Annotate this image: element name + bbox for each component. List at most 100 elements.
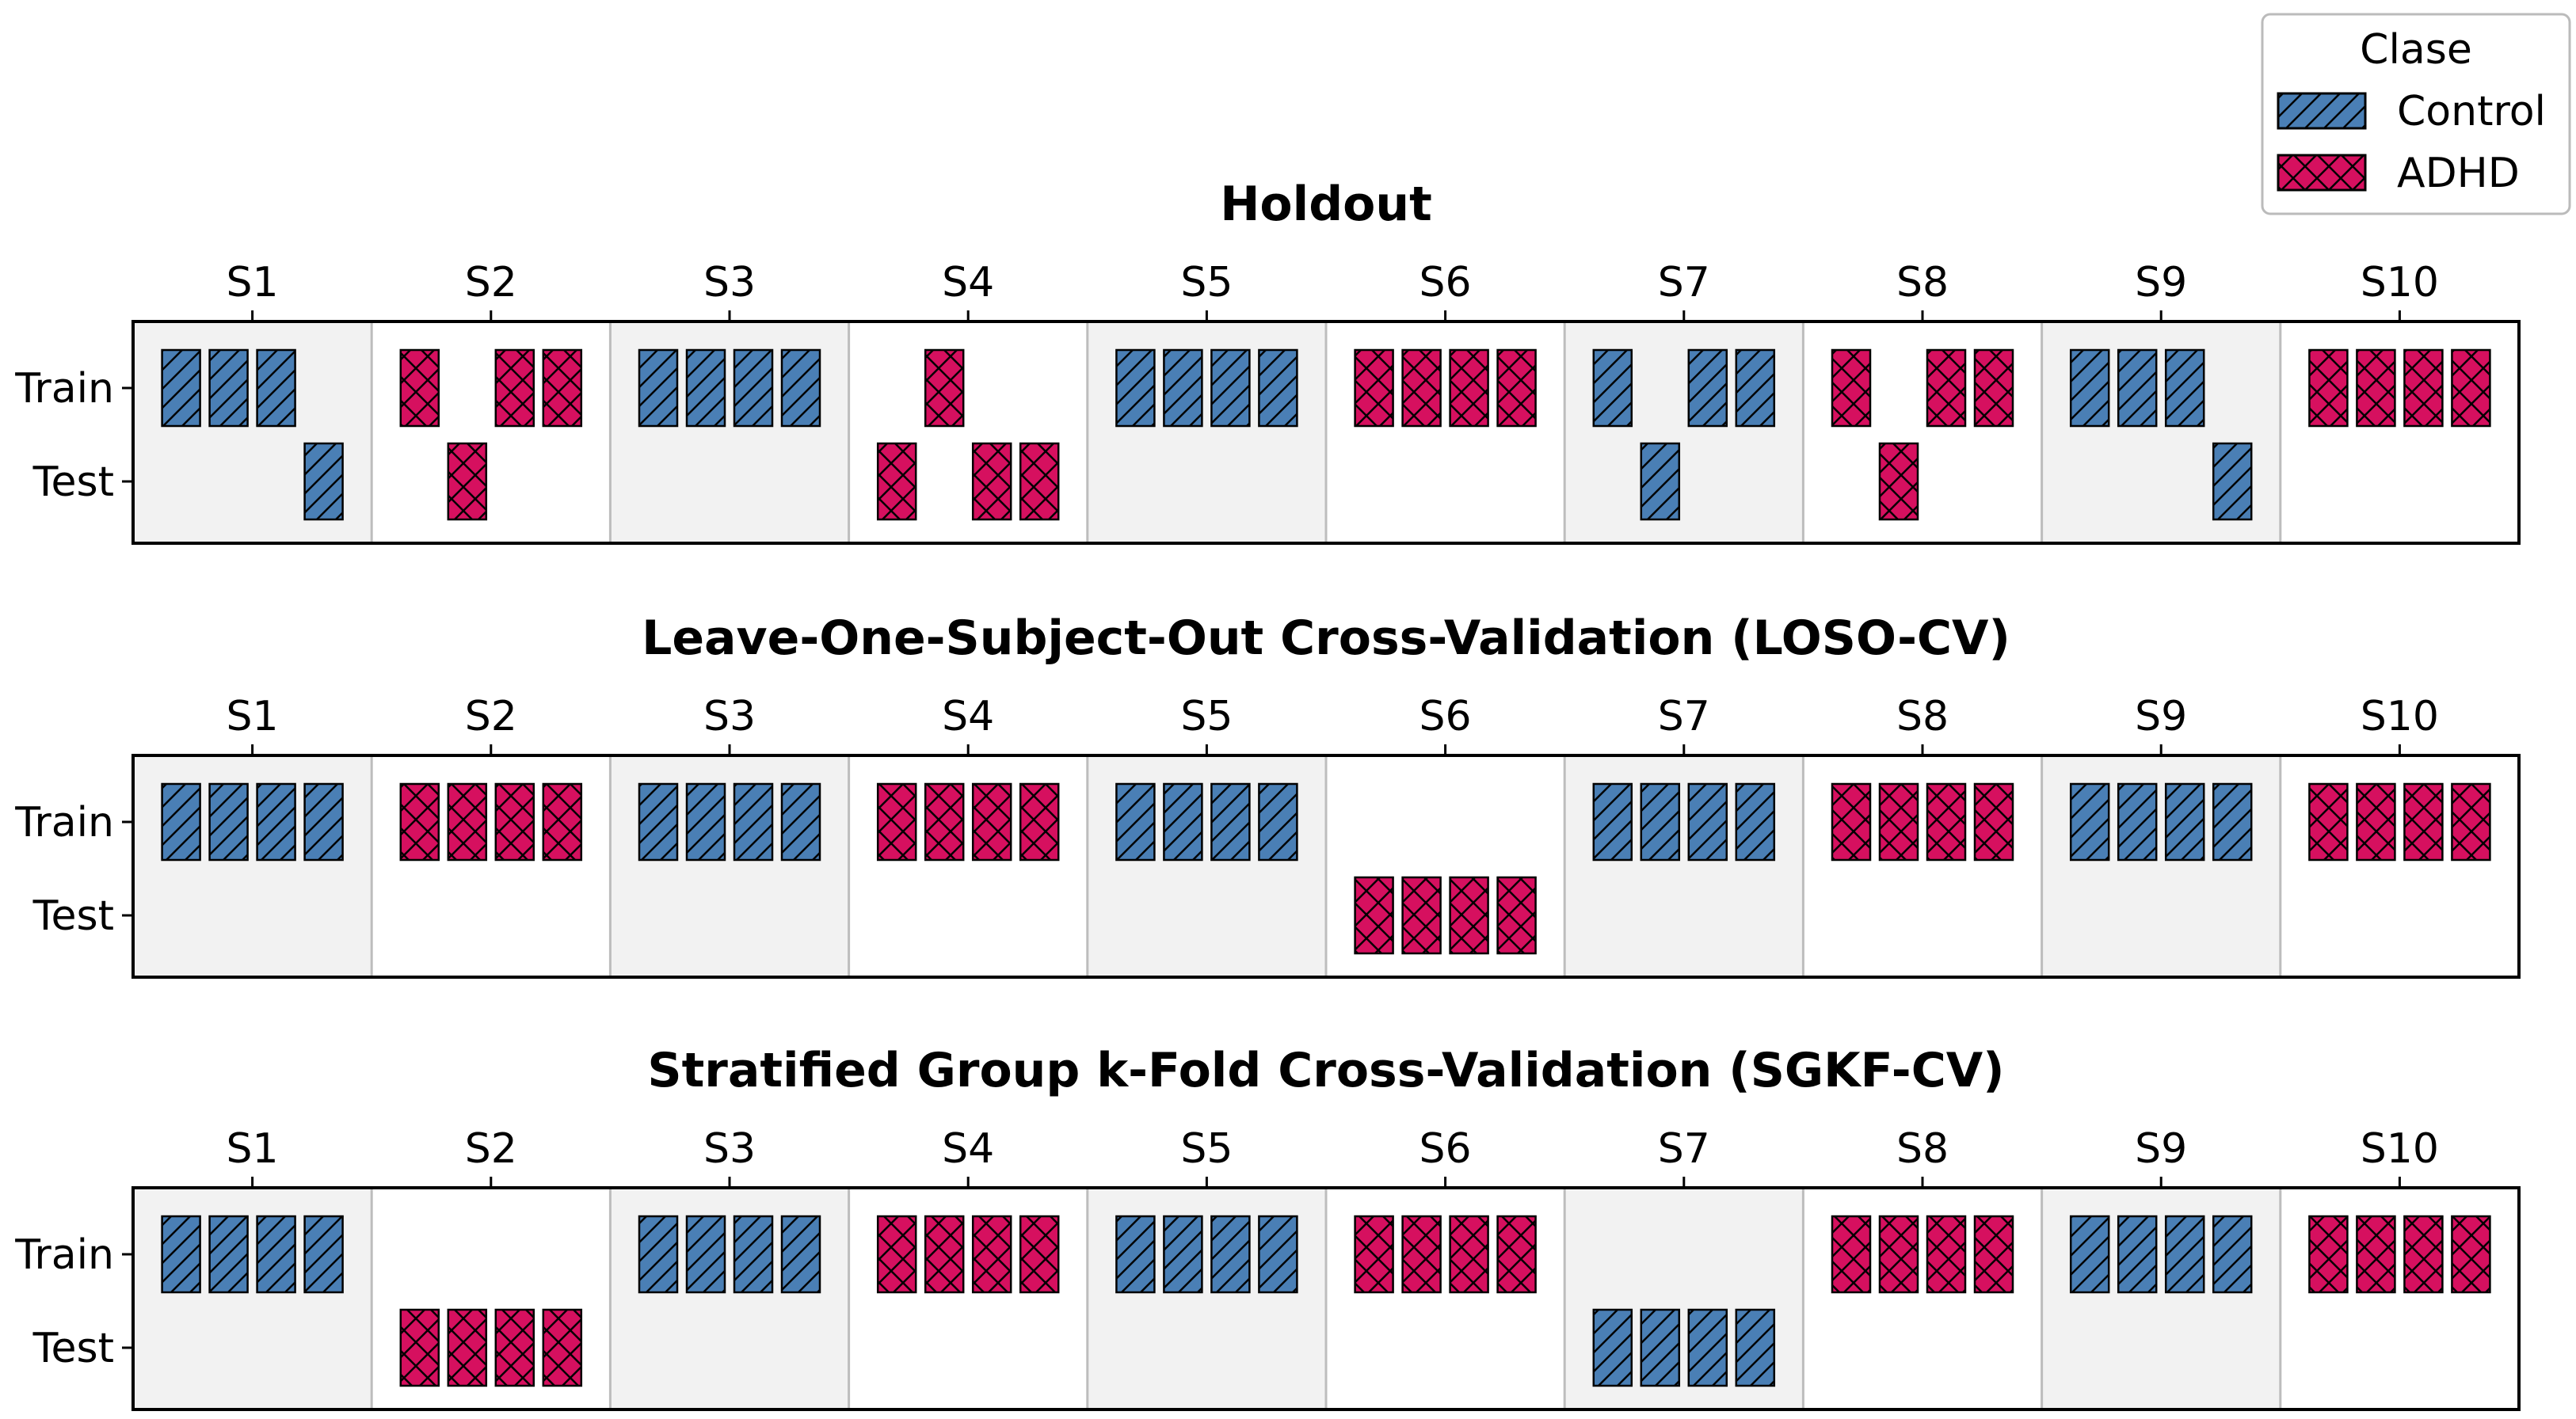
axes-frame: [131, 320, 2521, 545]
x-tick-label-s3: S3: [703, 259, 756, 306]
segment-bar-s2-test: [447, 442, 488, 521]
panel-title: Holdout: [1220, 177, 1432, 232]
segment-bar-s5-train: [1115, 782, 1156, 862]
segment-bar-s6-train: [1449, 348, 1489, 428]
x-tick-label-s8: S8: [1896, 1125, 1949, 1173]
segment-bar-s10-train: [2356, 1215, 2396, 1294]
segment-bar-s5-train: [1163, 1215, 1203, 1294]
x-tick-label-s6: S6: [1419, 259, 1472, 306]
segment-bar-s1-train: [161, 348, 201, 428]
segment-bar-s8-train: [1831, 1215, 1872, 1294]
segment-bar-s9-train: [2117, 782, 2158, 862]
segment-bar-s5-train: [1115, 1215, 1156, 1294]
y-tick-label-test: Test: [32, 892, 114, 940]
segment-bar-s1-train: [208, 782, 249, 862]
segment-bar-s4-train: [876, 1215, 917, 1294]
segment-bar-s4-train: [971, 782, 1012, 862]
x-tick-label-s3: S3: [703, 693, 756, 740]
x-tick-label-s5: S5: [1180, 1125, 1233, 1173]
x-tick-label-s9: S9: [2135, 259, 2187, 306]
x-tick-label-s8: S8: [1896, 259, 1949, 306]
x-tick-label-s7: S7: [1658, 1125, 1710, 1173]
segment-bar-s6-train: [1354, 1215, 1394, 1294]
x-tick-label-s2: S2: [465, 693, 517, 740]
segment-bar-s4-train: [924, 348, 965, 428]
segment-bar-s10-train: [2356, 348, 2396, 428]
segment-bar-s9-train: [2164, 348, 2205, 428]
segment-bar-s10-train: [2356, 782, 2396, 862]
segment-bar-s2-train: [399, 782, 440, 862]
segment-bar-s1-test: [303, 442, 344, 521]
segment-bar-s2-test: [542, 1308, 583, 1387]
segment-bar-s3-train: [638, 348, 679, 428]
x-tick-label-s4: S4: [942, 1125, 994, 1173]
segment-bar-s10-train: [2451, 1215, 2491, 1294]
segment-bar-s9-train: [2212, 1215, 2253, 1294]
segment-bar-s5-train: [1258, 1215, 1298, 1294]
segment-bar-s3-train: [638, 1215, 679, 1294]
segment-bar-s3-train: [780, 782, 821, 862]
x-tick-label-s10: S10: [2361, 1125, 2439, 1173]
segment-bar-s6-test: [1401, 876, 1442, 955]
segment-bar-s10-train: [2403, 1215, 2444, 1294]
x-tick-label-s2: S2: [465, 1125, 517, 1173]
segment-bar-s7-test: [1640, 442, 1681, 521]
legend-swatch-control: [2277, 92, 2367, 130]
segment-bar-s9-train: [2212, 782, 2253, 862]
segment-bar-s3-train: [733, 782, 774, 862]
segment-bar-s5-train: [1210, 348, 1251, 428]
segment-bar-s1-train: [303, 782, 344, 862]
segment-bar-s7-test: [1640, 1308, 1681, 1387]
segment-bar-s7-test: [1592, 1308, 1633, 1387]
segment-bar-s8-train: [1831, 782, 1872, 862]
segment-bar-s9-train: [2069, 1215, 2110, 1294]
segment-bar-s4-test: [1019, 442, 1060, 521]
segment-bar-s3-train: [685, 1215, 726, 1294]
x-tick-label-s1: S1: [227, 259, 279, 306]
panel-title: Stratified Group k-Fold Cross-Validation…: [647, 1043, 2004, 1098]
x-tick-label-s10: S10: [2361, 693, 2439, 740]
segment-bar-s5-train: [1258, 782, 1298, 862]
segment-bar-s2-test: [494, 1308, 535, 1387]
segment-bar-s1-train: [256, 1215, 296, 1294]
segment-bar-s4-train: [1019, 782, 1060, 862]
x-tick-label-s5: S5: [1180, 693, 1233, 740]
segment-bar-s7-train: [1687, 782, 1728, 862]
segment-bar-s8-test: [1878, 442, 1919, 521]
y-tick-label-train: Train: [14, 1231, 114, 1279]
segment-bar-s3-train: [780, 348, 821, 428]
segment-bar-s10-train: [2403, 782, 2444, 862]
segment-bar-s2-train: [447, 782, 488, 862]
segment-bar-s8-train: [1926, 782, 1967, 862]
x-tick-label-s1: S1: [227, 1125, 279, 1173]
x-tick-label-s8: S8: [1896, 693, 1949, 740]
segment-bar-s1-train: [256, 782, 296, 862]
segment-bar-s10-train: [2308, 348, 2349, 428]
segment-bar-s2-test: [447, 1308, 488, 1387]
segment-bar-s5-train: [1163, 782, 1203, 862]
segment-bar-s9-train: [2164, 782, 2205, 862]
segment-bar-s9-train: [2069, 348, 2110, 428]
x-tick-label-s3: S3: [703, 1125, 756, 1173]
x-tick-label-s4: S4: [942, 259, 994, 306]
segment-bar-s9-train: [2164, 1215, 2205, 1294]
segment-bar-s6-train: [1449, 1215, 1489, 1294]
segment-bar-s7-test: [1687, 1308, 1728, 1387]
segment-bar-s3-train: [780, 1215, 821, 1294]
segment-bar-s9-train: [2069, 782, 2110, 862]
y-tick-label-train: Train: [14, 799, 114, 846]
segment-bar-s5-train: [1210, 782, 1251, 862]
segment-bar-s10-train: [2451, 348, 2491, 428]
segment-bar-s8-train: [1973, 782, 2014, 862]
segment-bar-s4-train: [924, 1215, 965, 1294]
x-tick-label-s5: S5: [1180, 259, 1233, 306]
segment-bar-s4-test: [876, 442, 917, 521]
segment-bar-s1-train: [161, 782, 201, 862]
segment-bar-s3-train: [638, 782, 679, 862]
segment-bar-s4-train: [876, 782, 917, 862]
segment-bar-s3-train: [733, 1215, 774, 1294]
x-tick-label-s7: S7: [1658, 259, 1710, 306]
